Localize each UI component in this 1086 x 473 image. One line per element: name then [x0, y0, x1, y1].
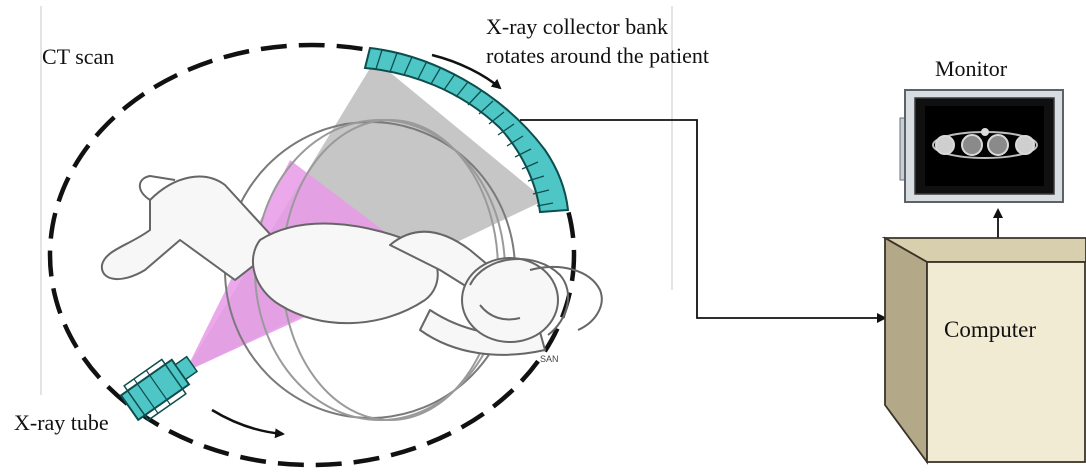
collector-label-line2: rotates around the patient — [486, 41, 709, 70]
signal-connector — [520, 120, 885, 318]
collector-bank-label: X-ray collector bank rotates around the … — [486, 12, 709, 70]
xray-tube-label: X-ray tube — [14, 410, 109, 436]
computer-label: Computer — [944, 317, 1036, 343]
rotation-arrow-bottom — [212, 410, 283, 434]
xray-tube — [118, 347, 204, 425]
computer-box — [885, 238, 1086, 462]
monitor-label: Monitor — [935, 56, 1007, 82]
collector-label-line1: X-ray collector bank — [486, 12, 709, 41]
ct-scan-label: CT scan — [42, 44, 114, 70]
artist-signature: SAN — [540, 354, 559, 364]
monitor-icon — [900, 90, 1063, 202]
